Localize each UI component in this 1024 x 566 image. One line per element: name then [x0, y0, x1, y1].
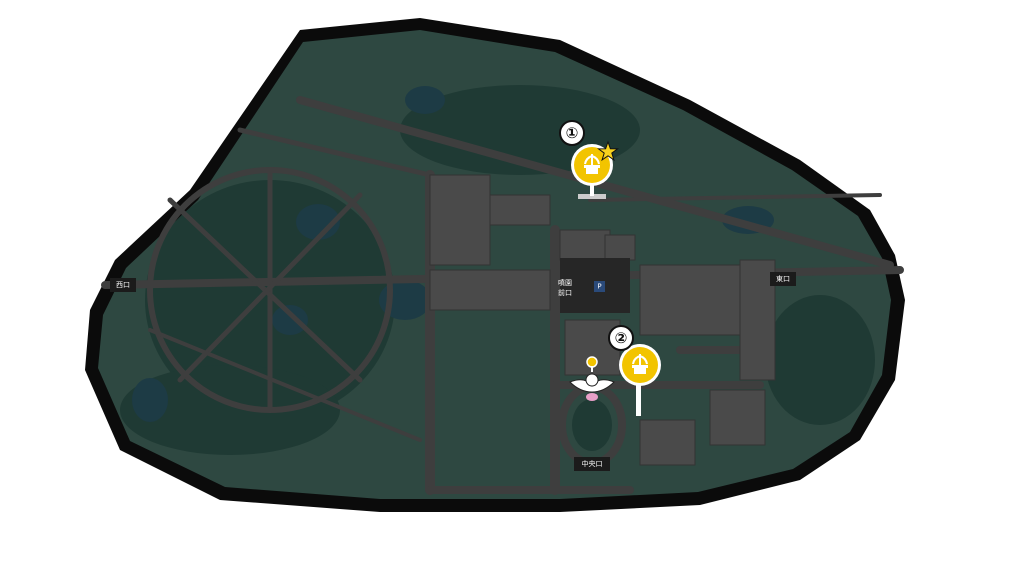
- winged-statue-icon: [569, 373, 615, 401]
- svg-text:中央口: 中央口: [582, 459, 603, 468]
- fountain-icon: [632, 354, 648, 374]
- parking-label: P: [597, 283, 601, 291]
- fountain-icon: [584, 154, 600, 174]
- svg-text:西口: 西口: [116, 281, 130, 289]
- person-pin-icon[interactable]: [586, 356, 598, 372]
- pond: [132, 378, 168, 422]
- green-east: [765, 295, 875, 425]
- museum-gate-label-1: 噴園: [558, 278, 572, 287]
- gate-west[interactable]: 西口: [110, 278, 136, 292]
- green-south: [120, 365, 340, 455]
- map-marker-1[interactable]: ①: [559, 120, 619, 199]
- map-marker-2[interactable]: ②: [608, 325, 661, 416]
- marker-number-2: ②: [615, 329, 628, 347]
- fountain-basin: [572, 399, 612, 451]
- pond: [296, 204, 340, 240]
- parking-lot: [594, 281, 605, 292]
- gate-central[interactable]: 中央口: [574, 457, 610, 471]
- buildings: [429, 174, 776, 466]
- museum-gate-label-2: 前口: [558, 288, 572, 297]
- pond: [405, 86, 445, 114]
- marker-number-1: ①: [566, 124, 579, 142]
- star-icon: [597, 140, 619, 162]
- gate-east[interactable]: 東口: [770, 272, 796, 286]
- pond: [272, 305, 308, 335]
- svg-text:東口: 東口: [776, 274, 790, 283]
